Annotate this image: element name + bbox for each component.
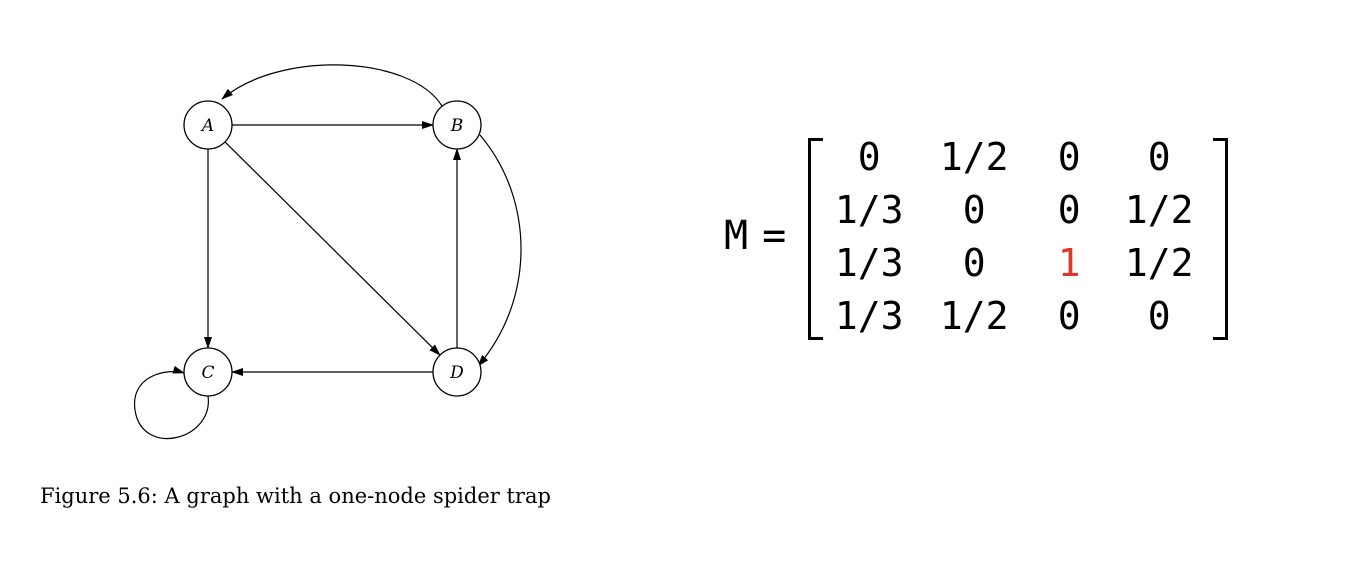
matrix-cell: 0 [962,187,986,232]
equals-sign: = [762,213,787,259]
matrix-cell: 0 [1147,134,1171,179]
edge-a-to-d [224,141,441,356]
edge-c-to-c [134,365,209,439]
edge-b-to-a [221,64,443,107]
matrix-cell: 1/2 [939,134,1009,179]
matrix-cell: 0 [1057,293,1081,338]
figure-caption: Figure 5.6: A graph with a one-node spid… [40,484,551,508]
node-b: B [432,100,482,150]
matrix-cell: 0 [1057,134,1081,179]
nodes-layer: A B C D [183,100,482,397]
node-a: A [183,100,233,150]
matrix-cell: 1/2 [1124,187,1194,232]
right-bracket [1213,138,1229,340]
matrix-cell: 1/3 [834,240,904,285]
node-label: B [450,116,464,136]
left-bracket [808,138,824,340]
node-c: C [183,347,233,397]
node-d: D [432,347,482,397]
edges-layer [134,64,522,439]
node-circle [432,347,482,397]
matrix-cell: 1/3 [834,187,904,232]
matrix-cell: 0 [1057,187,1081,232]
node-label: C [201,363,214,383]
node-circle [183,100,233,150]
matrix-cell: 1/3 [834,293,904,338]
node-label: D [449,363,464,383]
node-circle [432,100,482,150]
matrix-equation: M = 0 1/2 0 0 1/3 0 0 1/2 1/3 0 1 1/2 1/… [724,130,1229,342]
matrix-cell: 0 [857,134,881,179]
graph-diagram: A B C D [134,64,522,439]
matrix-cell: 0 [1147,293,1171,338]
matrix-cell: 0 [962,240,986,285]
matrix-cell: 1/2 [1124,240,1194,285]
node-circle [183,347,233,397]
matrix-cell: 1/2 [939,293,1009,338]
matrix-body: 0 1/2 0 0 1/3 0 0 1/2 1/3 0 1 1/2 1/3 1/… [808,130,1229,342]
node-label: A [200,116,214,136]
matrix-grid: 0 1/2 0 0 1/3 0 0 1/2 1/3 0 1 1/2 1/3 1/… [824,130,1214,342]
matrix-name: M [724,213,749,259]
matrix-cell-highlighted: 1 [1057,240,1081,285]
edge-b-to-d [477,134,522,367]
